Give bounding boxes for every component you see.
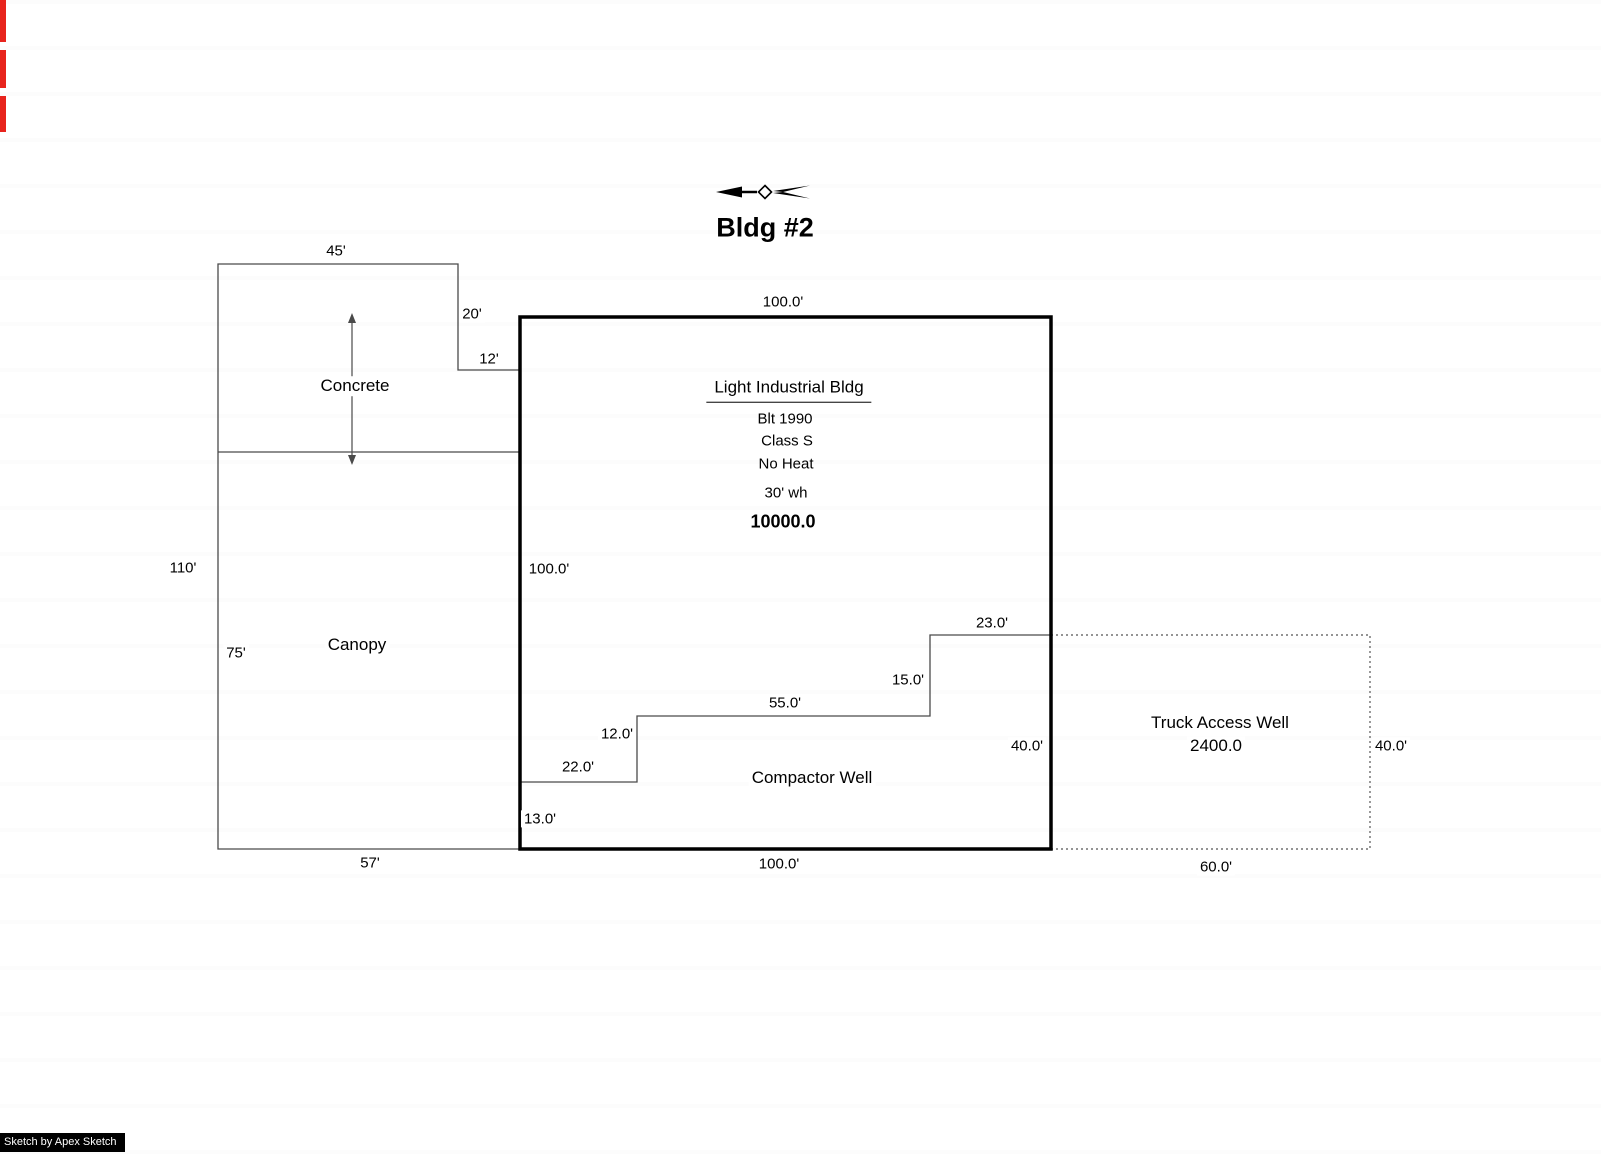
dim-canopy-left-outer: 110'	[166, 559, 200, 577]
dim-compactor-22: 22.0'	[558, 758, 598, 776]
main-building-outline	[518, 315, 1053, 851]
building-class: Class S	[761, 432, 813, 450]
dim-concrete-right-lower: 12'	[476, 350, 502, 368]
dim-concrete-right-upper: 20'	[459, 305, 485, 323]
dim-concrete-top: 45'	[323, 242, 349, 260]
dim-compactor-13: 13.0'	[520, 810, 560, 828]
building-built-year: Blt 1990	[757, 410, 813, 428]
compactor-well-label: Compactor Well	[748, 768, 876, 788]
canopy-label: Canopy	[324, 635, 390, 655]
building-wall-height: 30' wh	[764, 484, 808, 502]
dim-compactor-15: 15.0'	[888, 671, 928, 689]
compactor-well-outline	[520, 634, 1051, 783]
dim-compactor-55: 55.0'	[765, 694, 805, 712]
dim-compactor-23: 23.0'	[972, 614, 1012, 632]
north-arrow-icon	[716, 184, 810, 200]
dim-compactor-40: 40.0'	[1007, 737, 1047, 755]
dim-canopy-left-inner: 75'	[223, 644, 249, 662]
truck-access-well-outline	[1051, 634, 1371, 850]
apex-sketch-watermark: Sketch by Apex Sketch	[0, 1133, 125, 1152]
page-title: Bldg #2	[716, 212, 814, 243]
dim-compactor-12: 12.0'	[597, 725, 637, 743]
building-area: 10000.0	[750, 511, 816, 532]
dim-truck-well-right: 40.0'	[1371, 737, 1411, 755]
building-name: Light Industrial Bldg	[706, 378, 872, 403]
concrete-label: Concrete	[317, 376, 393, 396]
dim-building-top: 100.0'	[759, 293, 807, 311]
scan-artifact	[0, 50, 6, 88]
scan-artifact	[0, 96, 6, 132]
dim-building-bottom: 100.0'	[755, 855, 803, 873]
concrete-canopy-outline	[217, 263, 521, 850]
truck-access-well-label: Truck Access Well	[1148, 713, 1292, 733]
dim-building-left: 100.0'	[525, 560, 573, 578]
scan-artifact	[0, 0, 6, 42]
dim-truck-well-bottom: 60.0'	[1196, 858, 1236, 876]
building-heat: No Heat	[758, 455, 814, 473]
truck-access-well-area: 2400.0	[1187, 736, 1245, 756]
dim-canopy-bottom: 57'	[357, 854, 383, 872]
